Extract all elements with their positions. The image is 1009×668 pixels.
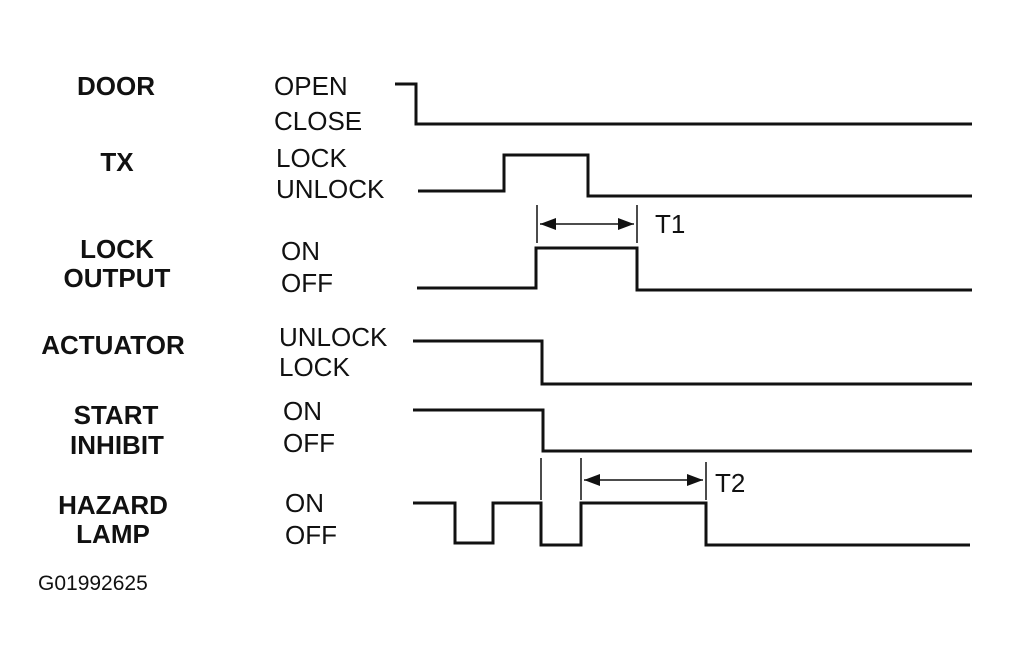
start-inhibit-label-line2: INHIBIT [70,430,164,460]
lock-output-state-low: OFF [281,268,333,298]
hazard-lamp-state-high: ON [285,488,324,518]
lock-output-label-line2: OUTPUT [64,263,171,293]
t1-marker: T1 [536,205,685,243]
waveforms [395,82,972,547]
actuator-label: ACTUATOR [41,330,185,360]
actuator-state-high: UNLOCK [279,322,388,352]
t1-arrowhead-left [540,218,556,230]
state-labels: OPEN CLOSE LOCK UNLOCK ON OFF UNLOCK LOC… [274,71,388,550]
lock-output-state-high: ON [281,236,320,266]
start-inhibit-label-line1: START [74,400,159,430]
t2-arrowhead-left [584,474,600,486]
t1-arrowhead-right [618,218,634,230]
start-inhibit-state-high: ON [283,396,322,426]
start-inhibit-state-low: OFF [283,428,335,458]
hazard-lamp-label-line1: HAZARD [58,490,168,520]
t2-marker: T2 [540,458,745,500]
start-inhibit-waveform [413,408,972,453]
t2-arrowhead-right [687,474,703,486]
figure-id: G01992625 [38,572,148,595]
lock-output-label-line1: LOCK [80,234,154,264]
tx-state-low: UNLOCK [276,174,385,204]
signal-names: DOOR TX LOCK OUTPUT ACTUATOR START INHIB… [41,71,185,549]
actuator-state-low: LOCK [279,352,350,382]
door-label: DOOR [77,71,155,101]
tx-waveform [418,153,972,198]
t1-label: T1 [655,209,685,239]
lock-output-waveform [417,246,972,292]
door-state-low: CLOSE [274,106,362,136]
door-state-high: OPEN [274,71,348,101]
t2-label: T2 [715,468,745,498]
hazard-lamp-state-low: OFF [285,520,337,550]
actuator-waveform [413,339,972,386]
hazard-lamp-waveform [413,501,970,547]
door-waveform [395,82,972,126]
tx-label: TX [100,147,134,177]
tx-state-high: LOCK [276,143,347,173]
hazard-lamp-label-line2: LAMP [76,519,150,549]
